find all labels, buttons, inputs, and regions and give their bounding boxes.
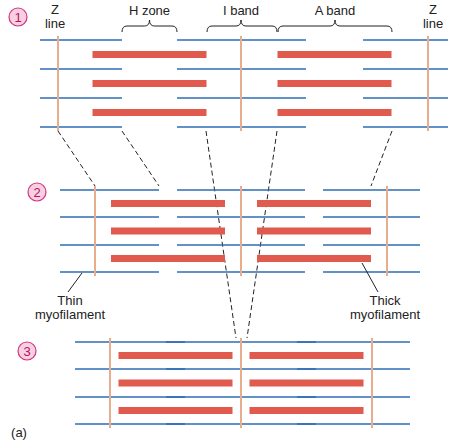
callout-number: 3 [17, 341, 37, 361]
part-label: Z line [40, 3, 70, 31]
thin-filaments [75, 342, 410, 424]
thin-filament [363, 126, 448, 127]
part-label: (a) [4, 426, 34, 440]
thick-filament [93, 80, 207, 87]
circle-shape [28, 183, 46, 201]
guide-line [122, 131, 159, 186]
leader-lines [68, 263, 378, 292]
thin-filament [40, 97, 122, 98]
thick-filament [250, 352, 364, 359]
part-label: Z line [418, 3, 448, 31]
z-line [240, 338, 242, 428]
thin-filament [60, 189, 159, 190]
z-line [371, 338, 373, 428]
thin-filament [40, 68, 122, 69]
z-line [57, 36, 59, 131]
thick-filament [119, 407, 233, 414]
z-line [109, 338, 111, 428]
thick-filament [257, 228, 371, 235]
leader-line [362, 263, 378, 292]
part-label: A band [305, 4, 365, 18]
step-number-circle: 2 [27, 182, 47, 202]
z-line [94, 186, 96, 276]
thin-filament [40, 126, 122, 127]
thick-filament [250, 380, 364, 387]
step-number-circle: 1 [8, 7, 28, 27]
bracket [207, 20, 277, 32]
part-label: Thick myofilament [335, 294, 435, 322]
thick-filament [119, 380, 233, 387]
thick-filament [93, 51, 207, 58]
thick-filament [257, 200, 371, 207]
callout-number: 2 [27, 182, 47, 202]
thick-filament [119, 352, 233, 359]
thick-filament [278, 80, 392, 87]
thick-filament [250, 407, 364, 414]
thick-filament [111, 255, 225, 262]
thin-filament [40, 39, 122, 40]
guide-line [58, 131, 95, 186]
band-brackets [122, 20, 392, 32]
thin-filament [323, 216, 420, 217]
circle-shape [9, 8, 27, 26]
leader-line [68, 273, 82, 292]
thin-filament [297, 368, 410, 369]
thick-filament [111, 200, 225, 207]
thick-filament [257, 255, 371, 262]
thin-filament [323, 244, 420, 245]
thin-filament [323, 271, 420, 272]
step-number-circle: 3 [17, 341, 37, 361]
bracket [278, 20, 392, 32]
part-label: I band [211, 4, 271, 18]
guide-line [371, 131, 392, 186]
z-line [240, 186, 242, 276]
thick-filament [278, 51, 392, 58]
z-lines [58, 36, 428, 131]
thin-filament [363, 68, 448, 69]
thin-filament [297, 341, 410, 342]
z-line [427, 36, 429, 131]
thick-filament [111, 228, 225, 235]
thick-filament [278, 109, 392, 116]
thin-filaments [40, 40, 448, 127]
z-line [386, 186, 388, 276]
bracket [122, 20, 177, 32]
circle-shape [18, 342, 36, 360]
callout-number: 1 [8, 7, 28, 27]
z-lines [110, 338, 372, 428]
guide-lines [58, 131, 392, 338]
part-label: Thin myofilament [22, 294, 118, 322]
thin-filament [60, 244, 159, 245]
part-label: H zone [120, 4, 180, 18]
thick-filament [93, 109, 207, 116]
thin-filament [363, 39, 448, 40]
thin-filament [60, 271, 159, 272]
thin-filament [297, 423, 410, 424]
thin-filament [297, 396, 410, 397]
thin-filament [363, 97, 448, 98]
z-line [240, 36, 242, 131]
z-lines [95, 186, 387, 276]
thin-filament [323, 189, 420, 190]
thin-filament [60, 216, 159, 217]
